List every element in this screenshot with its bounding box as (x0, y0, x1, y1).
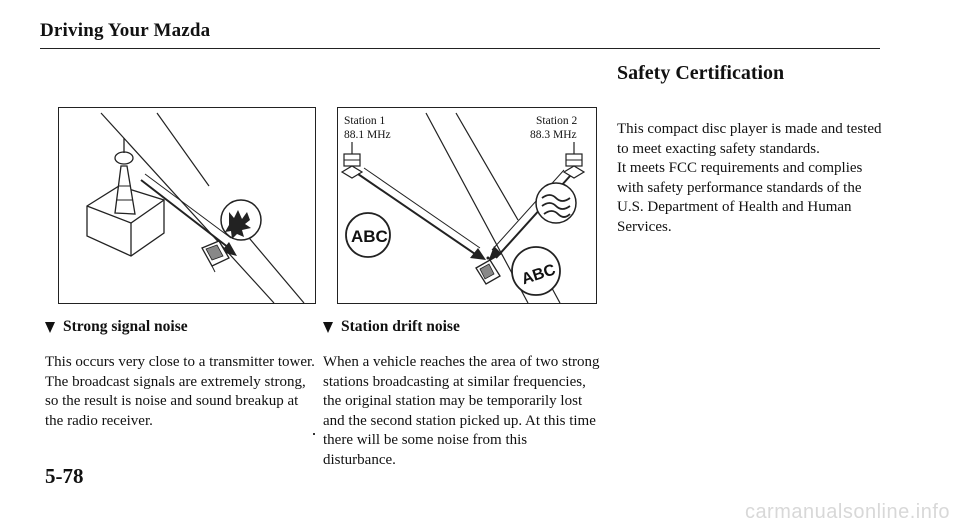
safety-paragraph-2: It meets FCC requirements and complies w… (617, 160, 863, 235)
caption-strong-signal-text: Strong signal noise (63, 318, 188, 335)
abc-bubble-left-text: ABC (351, 227, 388, 246)
page-number: 5-78 (45, 464, 84, 488)
strong-signal-description: This occurs very close to a transmitter … (45, 354, 315, 429)
station2-freq: 88.3 MHz (530, 129, 577, 141)
road-line (100, 112, 275, 303)
watermark: carmanualsonline.info (744, 501, 950, 523)
safety-paragraph-1: This compact disc player is made and tes… (617, 121, 882, 157)
station1-freq: 88.1 MHz (344, 129, 391, 141)
section-title: Safety Certification (617, 62, 785, 84)
car-icon (475, 253, 501, 285)
strong-signal-illustration (86, 112, 305, 303)
station-drift-illustration: Station 1 88.1 MHz Station 2 88.3 MHz (340, 112, 586, 303)
road-line (455, 112, 519, 221)
noise-burst-icon (220, 199, 262, 241)
car-icon (201, 240, 230, 273)
stray-mark (313, 433, 315, 435)
radio-tower-icon (340, 142, 364, 179)
caption-strong-signal: Strong signal noise (45, 318, 188, 336)
header-rule (40, 48, 880, 49)
road-line (425, 112, 529, 303)
triangle-down-icon (45, 321, 55, 333)
road-line (238, 225, 305, 303)
station2-name: Station 2 (536, 115, 577, 127)
safety-certification-text: This compact disc player is made and tes… (617, 120, 882, 237)
abc-bubble-left: ABC (345, 212, 391, 258)
caption-station-drift: Station drift noise (323, 318, 460, 336)
header-title: Driving Your Mazda (40, 20, 211, 41)
station-drift-description: When a vehicle reaches the area of two s… (323, 354, 600, 468)
station1-name: Station 1 (344, 115, 385, 127)
triangle-down-icon (323, 321, 333, 333)
station-drift-figure: Station 1 88.1 MHz Station 2 88.3 MHz (337, 107, 597, 304)
signal-arrow (357, 167, 486, 260)
abc-bubble-right: ABC (511, 246, 561, 296)
caption-station-drift-text: Station drift noise (341, 318, 460, 335)
noise-burst-icon (535, 182, 577, 224)
radio-tower-icon (562, 142, 586, 179)
strong-signal-figure (58, 107, 316, 304)
radio-tower-icon (86, 138, 165, 257)
road-line (156, 112, 210, 187)
